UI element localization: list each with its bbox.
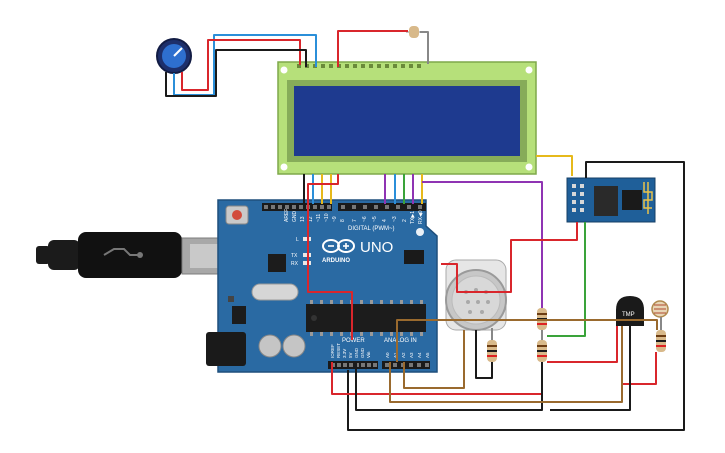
pin-6-label: ~6 [362, 216, 368, 222]
wire-brown-tmp [389, 326, 623, 403]
reset-pin-label: RESET [336, 343, 341, 358]
wire-red-esp [441, 222, 578, 293]
wire-black-bottom [355, 362, 543, 411]
wire-green-esp [547, 222, 586, 337]
wire-red-backlight [337, 30, 408, 67]
resistor-3 [487, 340, 497, 362]
tmp-sensor[interactable]: TMP [616, 296, 644, 326]
pin-12-label: 12 [308, 216, 314, 222]
digital-pwm-label: DIGITAL (PWM~) [348, 226, 395, 232]
wire-red-ldr [621, 326, 657, 385]
pin-2-label: 2 [402, 219, 408, 222]
arduino-logo-text: ARDUINO [322, 258, 350, 264]
wire-blue-pot [173, 34, 317, 96]
resistor-lcd-backlight [406, 26, 420, 38]
a2-label: A2 [401, 352, 406, 358]
aref-pin-label: AREF [284, 209, 290, 222]
arduino-logo [322, 239, 355, 253]
wires [165, 30, 685, 431]
wire-black-tmp [550, 326, 631, 411]
a1-label: A1 [393, 352, 398, 358]
analog-header [382, 361, 430, 369]
wire-black-pot [165, 49, 307, 97]
lcd-screen [294, 86, 520, 156]
gas-sensor[interactable] [445, 259, 507, 331]
pin-9-label: ~9 [332, 216, 338, 222]
wire-purple-esp [422, 181, 543, 308]
usb-cable [36, 232, 235, 278]
3v3-label: 3.3V [342, 349, 347, 358]
pin-1-label: TX▶1 [410, 211, 416, 224]
gnd-b-label: GND [360, 347, 365, 358]
analog-in-label: ANALOG IN [384, 338, 417, 344]
pin-4-label: 4 [382, 219, 388, 222]
pin-0-label: RX◀0 [418, 210, 424, 224]
pin-7-label: 7 [352, 219, 358, 222]
wire-brown-gas [403, 330, 465, 389]
pin-5-label: ~5 [372, 216, 378, 222]
a4-label: A4 [417, 352, 422, 358]
pin-10-label: ~10 [324, 213, 330, 222]
wire-red-tmp [547, 326, 618, 363]
led-tx-label: TX [291, 253, 298, 259]
digital-header-left [262, 203, 332, 211]
power-jack [206, 332, 246, 366]
capacitor [282, 334, 306, 358]
a0-label: A0 [385, 352, 390, 358]
led-rx-label: RX [291, 261, 299, 267]
usb-chip [268, 254, 286, 272]
pin-11-label: ~11 [316, 214, 322, 222]
digital-header-right [338, 203, 426, 211]
gnd-a-label: GND [354, 347, 359, 358]
arduino-uno-board[interactable]: AREF GND 13 12 ~11 ~10 ~9 8 7 ~6 ~5 4 ~3… [206, 199, 438, 373]
esp8266-wifi-module[interactable] [566, 177, 656, 223]
pin-8-label: 8 [340, 219, 346, 222]
gnd-pin-label: GND [292, 211, 298, 223]
board-model-label: UNO [360, 239, 393, 256]
ioref-label: IOREF [330, 344, 335, 358]
5v-label: 5V [348, 352, 353, 358]
wire-brown-ldr [396, 319, 658, 362]
usb-icon [103, 248, 138, 256]
photoresistor[interactable] [651, 300, 669, 318]
wire-resistor-lead [420, 31, 429, 64]
pin-3-label: ~3 [392, 216, 398, 222]
wire-black-gnd-loop [347, 161, 685, 431]
a3-label: A3 [409, 352, 414, 358]
vin-label: Vin [366, 351, 371, 358]
lcd-16x2[interactable] [277, 61, 537, 175]
atmega-chip [306, 304, 426, 332]
a5-label: A5 [425, 352, 430, 358]
potentiometer[interactable] [156, 38, 192, 74]
resistor-4 [656, 330, 666, 352]
resistor-2 [537, 340, 547, 362]
potentiometer-knob-indicator [173, 47, 183, 57]
led-l-label: L [296, 237, 299, 243]
pin-13-label: 13 [300, 216, 306, 222]
capacitor [258, 334, 282, 358]
power-label: POWER [342, 338, 365, 344]
wire-red-lcd-power [307, 174, 353, 340]
wire-black-gas [475, 330, 493, 379]
tmp-label: TMP [622, 312, 635, 318]
wire-yellow-esp [536, 155, 573, 176]
wire-red-pot [181, 39, 301, 91]
crystal-oscillator [251, 283, 299, 301]
